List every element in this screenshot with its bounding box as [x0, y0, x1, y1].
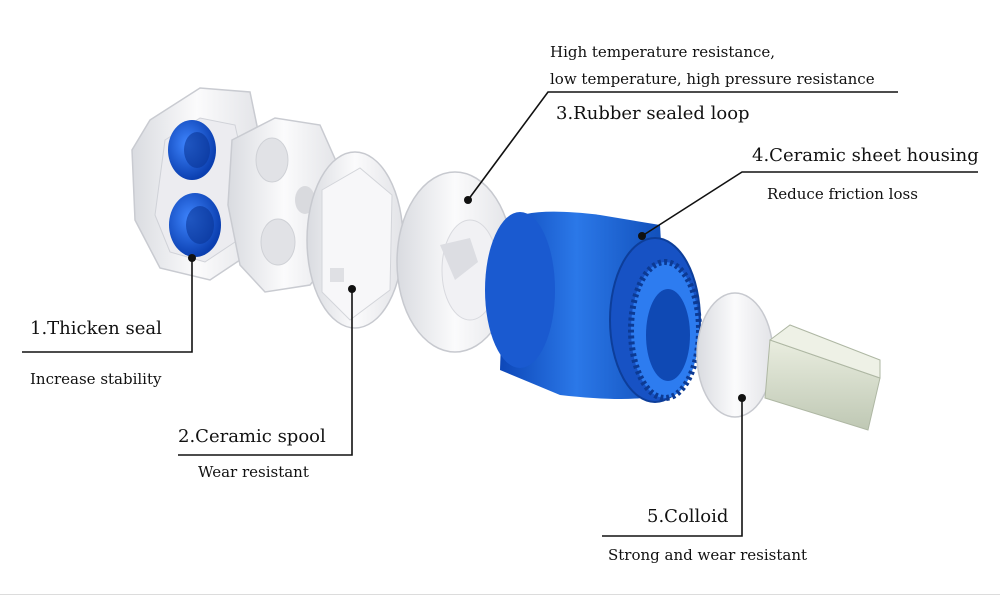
- callout-5-subtitle: Strong and wear resistant: [608, 546, 808, 564]
- callout-3-note-line2: low temperature, high pressure resistanc…: [550, 70, 875, 88]
- callout-3-note-line1: High temperature resistance,: [550, 43, 776, 61]
- leader-lines: [22, 91, 978, 537]
- callout-1-subtitle: Increase stability: [30, 370, 162, 388]
- leader-line-1: [22, 258, 193, 353]
- callout-1-title: 1.Thicken seal: [30, 318, 162, 339]
- callout-5-title: 5.Colloid: [647, 506, 729, 527]
- ceramic-spool-part: [306, 151, 404, 329]
- leader-line-2: [178, 289, 353, 456]
- thicken-seal-part: [131, 87, 263, 281]
- leader-line-4: [641, 171, 978, 237]
- bottom-divider: [0, 594, 1000, 595]
- ceramic-sheet-housing-part: [485, 211, 702, 403]
- callout-2-title: 2.Ceramic spool: [178, 426, 326, 447]
- callout-3-title: 3.Rubber sealed loop: [556, 103, 750, 124]
- rubber-sealed-loop-part: [396, 171, 514, 353]
- callout-2-subtitle: Wear resistant: [198, 463, 309, 481]
- callout-4-subtitle: Reduce friction loss: [767, 185, 918, 203]
- leader-line-3: [467, 91, 898, 201]
- leader-line-5: [602, 398, 743, 537]
- colloid-part: [696, 292, 881, 431]
- callout-4-title: 4.Ceramic sheet housing: [752, 145, 979, 166]
- leader-dot-1: [188, 254, 196, 262]
